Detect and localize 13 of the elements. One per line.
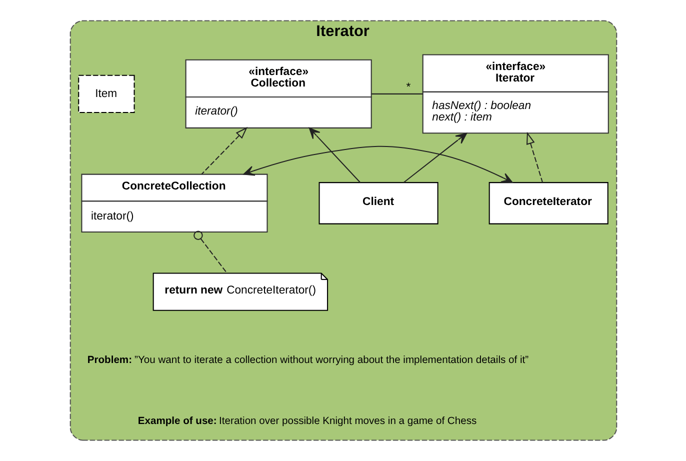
- connector: [371, 93, 422, 94]
- label: Example of use: Iteration over possible Knight moves in a game of Chess: [137, 416, 476, 427]
- node-box: ConcreteIterator: [488, 182, 608, 224]
- edge-label: *: [406, 81, 410, 94]
- node-box: Client: [318, 182, 438, 224]
- arrow: [200, 126, 248, 174]
- label: Problem: ”You want to iterate a collection without worrying about the implementation details of it”: [86, 354, 528, 366]
- connector: [193, 230, 227, 274]
- arrow: [526, 132, 542, 182]
- arrow: [403, 132, 467, 183]
- arrow: [308, 127, 360, 183]
- arrow: [242, 146, 512, 183]
- node-box: Item: [78, 74, 134, 113]
